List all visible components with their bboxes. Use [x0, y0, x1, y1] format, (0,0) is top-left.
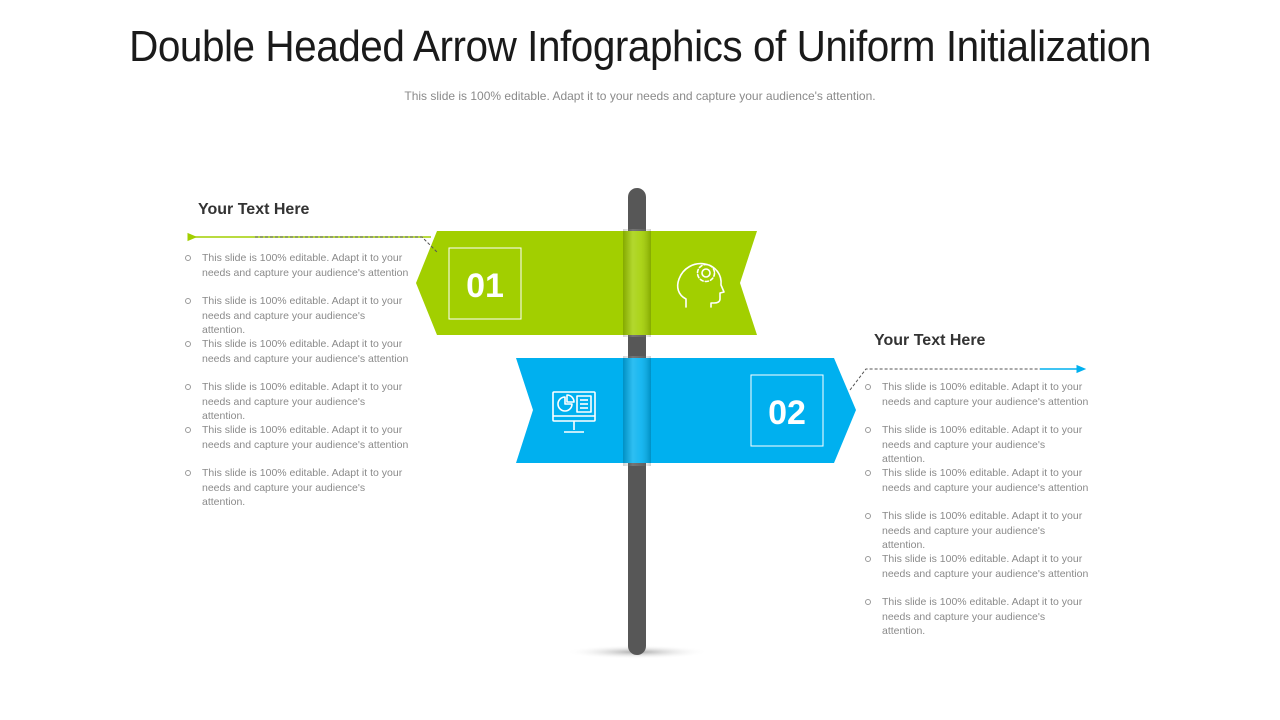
slide-subtitle: This slide is 100% editable. Adapt it to…	[404, 89, 876, 103]
number-box-01	[448, 247, 522, 320]
list-item: This slide is 100% editable. Adapt it to…	[185, 380, 410, 423]
list-item: This slide is 100% editable. Adapt it to…	[185, 251, 410, 294]
number-box-02	[750, 374, 824, 447]
right-connector-dash	[849, 368, 1040, 391]
list-item: This slide is 100% editable. Adapt it to…	[865, 423, 1090, 466]
right-bullet-list: This slide is 100% editable. Adapt it to…	[865, 380, 1090, 638]
list-item: This slide is 100% editable. Adapt it to…	[865, 380, 1090, 423]
list-item: This slide is 100% editable. Adapt it to…	[865, 595, 1090, 638]
sign-clamp-01	[623, 229, 651, 337]
left-heading: Your Text Here	[198, 201, 310, 218]
number-label-02: 02	[768, 394, 806, 432]
list-item: This slide is 100% editable. Adapt it to…	[865, 552, 1090, 595]
slide-title: Double Headed Arrow Infographics of Unif…	[129, 22, 1151, 71]
list-item: This slide is 100% editable. Adapt it to…	[185, 337, 410, 380]
list-item: This slide is 100% editable. Adapt it to…	[865, 509, 1090, 552]
sign-clamp-02	[623, 356, 651, 466]
sign-arrow-01	[416, 231, 757, 335]
list-item: This slide is 100% editable. Adapt it to…	[185, 466, 410, 509]
left-connector-dash	[255, 236, 438, 253]
list-item: This slide is 100% editable. Adapt it to…	[185, 294, 410, 337]
right-heading: Your Text Here	[874, 332, 986, 349]
sign-arrow-02	[516, 358, 856, 463]
monitor-chart-icon	[552, 391, 596, 433]
head-gear-icon	[676, 262, 725, 308]
list-item: This slide is 100% editable. Adapt it to…	[865, 466, 1090, 509]
number-label-01: 01	[466, 267, 504, 305]
list-item: This slide is 100% editable. Adapt it to…	[185, 423, 410, 466]
left-bullet-list: This slide is 100% editable. Adapt it to…	[185, 251, 410, 509]
